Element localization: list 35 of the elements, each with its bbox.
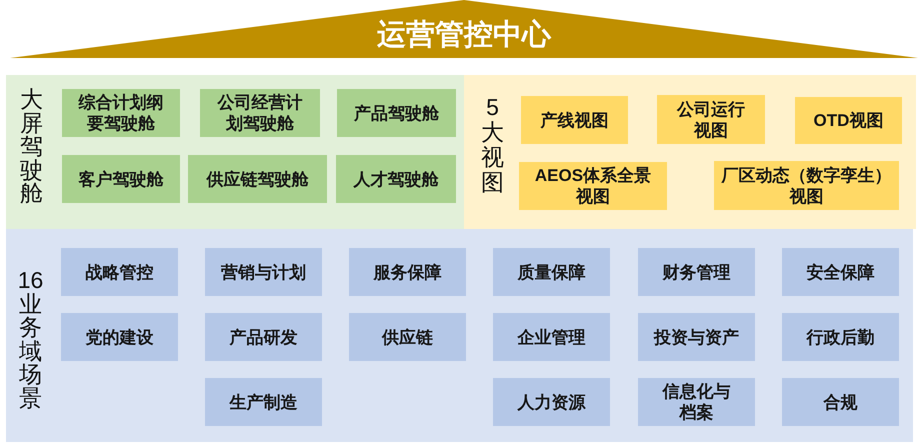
section-heading: 大屏驾驶舱: [19, 88, 44, 206]
section-heading: 5大视图: [480, 95, 505, 195]
view-card: 产线视图: [521, 96, 628, 144]
cockpit-card: 公司经营计划驾驶舱: [200, 89, 320, 137]
domain-card: 服务保障: [349, 248, 466, 296]
cockpit-card: 客户驾驶舱: [62, 155, 180, 203]
domain-card: 生产制造: [205, 378, 322, 426]
banner-title: 运营管控中心: [377, 18, 551, 53]
domain-card: 战略管控: [61, 248, 178, 296]
cockpit-card: 供应链驾驶舱: [188, 155, 327, 203]
cockpit-card: 产品驾驶舱: [337, 89, 456, 137]
roof-banner: [10, 0, 918, 58]
view-card: 厂区动态（数字孪生）视图: [714, 161, 899, 210]
section-panel: [464, 75, 916, 229]
view-card: 公司运行视图: [657, 95, 765, 144]
cockpit-card: 综合计划纲要驾驶舱: [62, 89, 180, 137]
section-heading: 16业务域场景: [17, 269, 44, 410]
domain-card: 财务管理: [638, 248, 755, 296]
domain-card: 人力资源: [493, 378, 610, 426]
domain-card: 营销与计划: [205, 248, 322, 296]
domain-card: 安全保障: [782, 248, 899, 296]
domain-card: 合规: [782, 378, 899, 426]
domain-card: 党的建设: [61, 313, 178, 361]
section-panel: [6, 75, 464, 229]
domain-card: 供应链: [349, 313, 466, 361]
view-card: OTD视图: [795, 97, 902, 144]
domain-card: 质量保障: [493, 248, 610, 296]
section-panel: [6, 229, 913, 442]
domain-card: 企业管理: [493, 313, 610, 361]
domain-card: 产品研发: [205, 313, 322, 361]
domain-card: 投资与资产: [638, 313, 755, 361]
view-card: AEOS体系全景视图: [519, 162, 667, 210]
cockpit-card: 人才驾驶舱: [336, 155, 456, 203]
domain-card: 信息化与档案: [638, 378, 755, 426]
domain-card: 行政后勤: [782, 313, 899, 361]
